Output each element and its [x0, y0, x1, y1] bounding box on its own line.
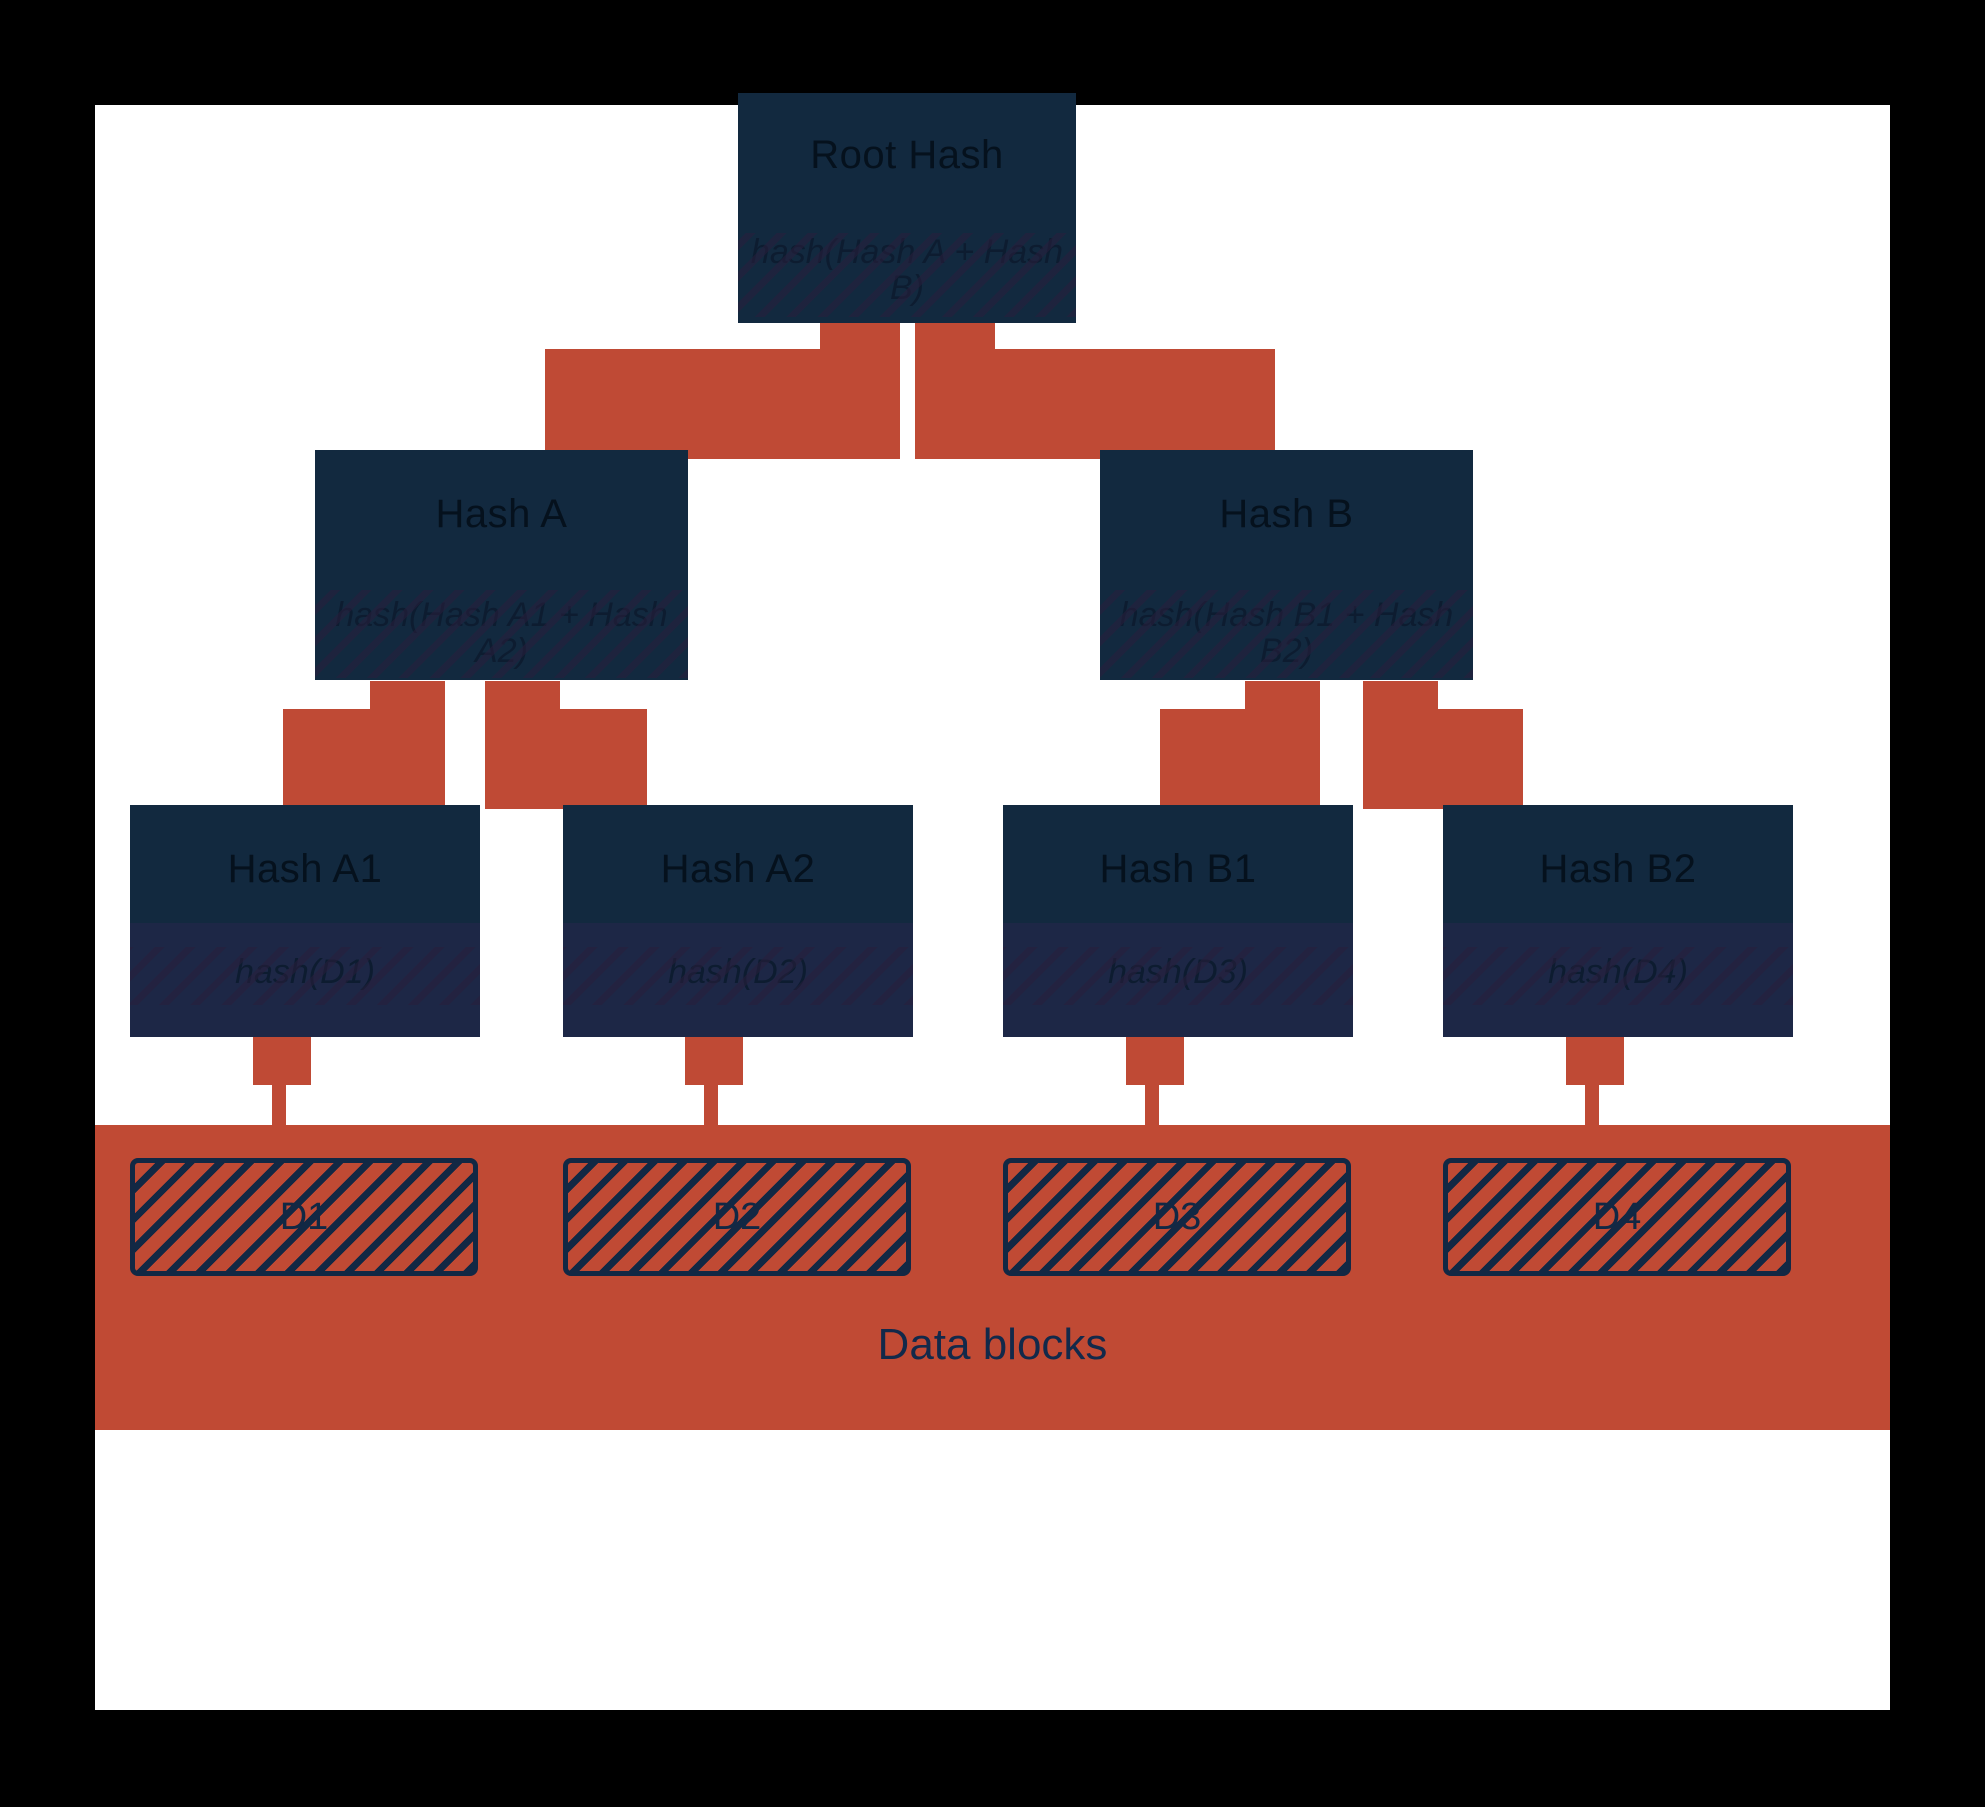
data-block-d1[interactable]: D1 [130, 1158, 478, 1276]
data-block-d3[interactable]: D3 [1003, 1158, 1351, 1276]
node-hash-a1-title: Hash A1 [227, 847, 383, 891]
data-block-d2-label: D2 [712, 1195, 762, 1238]
data-block-d4[interactable]: D4 [1443, 1158, 1791, 1276]
node-hash-b-title: Hash B [1219, 492, 1354, 536]
connector-hash-b1-to-d3-stem [1145, 1080, 1159, 1130]
connector-root-to-hash-a-bar [545, 349, 900, 459]
connector-hash-b-to-b1-bar [1160, 709, 1320, 809]
connector-hash-b2-to-d4-pad [1566, 1037, 1624, 1085]
data-block-d1-label: D1 [279, 1195, 329, 1238]
connector-hash-a-to-a1-bar [283, 709, 445, 809]
node-hash-b[interactable]: Hash B hash(Hash B1 + Hash B2) [1100, 450, 1473, 680]
node-hash-a2-title: Hash A2 [660, 847, 816, 891]
node-hash-b2-formula: hash(D4) [1548, 953, 1688, 991]
node-hash-a[interactable]: Hash A hash(Hash A1 + Hash A2) [315, 450, 688, 680]
data-block-d4-label: D4 [1592, 1195, 1642, 1238]
connector-hash-b2-to-d4-stem [1585, 1080, 1599, 1130]
node-hash-b-formula: hash(Hash B1 + Hash B2) [1119, 596, 1454, 670]
node-hash-b2-title: Hash B2 [1539, 847, 1697, 891]
node-hash-b1[interactable]: Hash B1 hash(D3) [1003, 805, 1353, 1037]
connector-hash-a1-to-d1-stem [272, 1080, 286, 1130]
connector-hash-b-to-b2-bar [1363, 709, 1523, 809]
data-blocks-label: Data blocks [877, 1320, 1108, 1369]
data-block-d2[interactable]: D2 [563, 1158, 911, 1276]
node-hash-a1-formula: hash(D1) [235, 953, 375, 991]
connector-hash-a1-to-d1-pad [253, 1037, 311, 1085]
node-hash-a2[interactable]: Hash A2 hash(D2) [563, 805, 913, 1037]
data-blocks-band: D1 D2 D3 D4 Data blocks [95, 1125, 1890, 1430]
node-hash-a-title: Hash A [435, 492, 568, 536]
connector-hash-a-to-a2-bar [485, 709, 647, 809]
connector-hash-b1-to-d3-pad [1126, 1037, 1184, 1085]
node-hash-a1[interactable]: Hash A1 hash(D1) [130, 805, 480, 1037]
node-hash-b1-title: Hash B1 [1099, 847, 1257, 891]
node-hash-b2[interactable]: Hash B2 hash(D4) [1443, 805, 1793, 1037]
node-root-hash-title: Root Hash [810, 133, 1004, 177]
data-block-d3-label: D3 [1152, 1195, 1202, 1238]
node-hash-a-formula: hash(Hash A1 + Hash A2) [335, 596, 668, 670]
node-hash-b1-formula: hash(D3) [1108, 953, 1248, 991]
node-hash-a2-formula: hash(D2) [668, 953, 808, 991]
connector-hash-a2-to-d2-pad [685, 1037, 743, 1085]
connector-hash-a2-to-d2-stem [704, 1080, 718, 1130]
connector-root-to-hash-b-bar [915, 349, 1275, 459]
diagram-canvas: Root Hash hash(Hash A + Hash B) Hash A h… [95, 93, 1890, 1710]
node-root-hash-formula: hash(Hash A + Hash B) [750, 233, 1064, 307]
node-root-hash[interactable]: Root Hash hash(Hash A + Hash B) [738, 93, 1076, 323]
